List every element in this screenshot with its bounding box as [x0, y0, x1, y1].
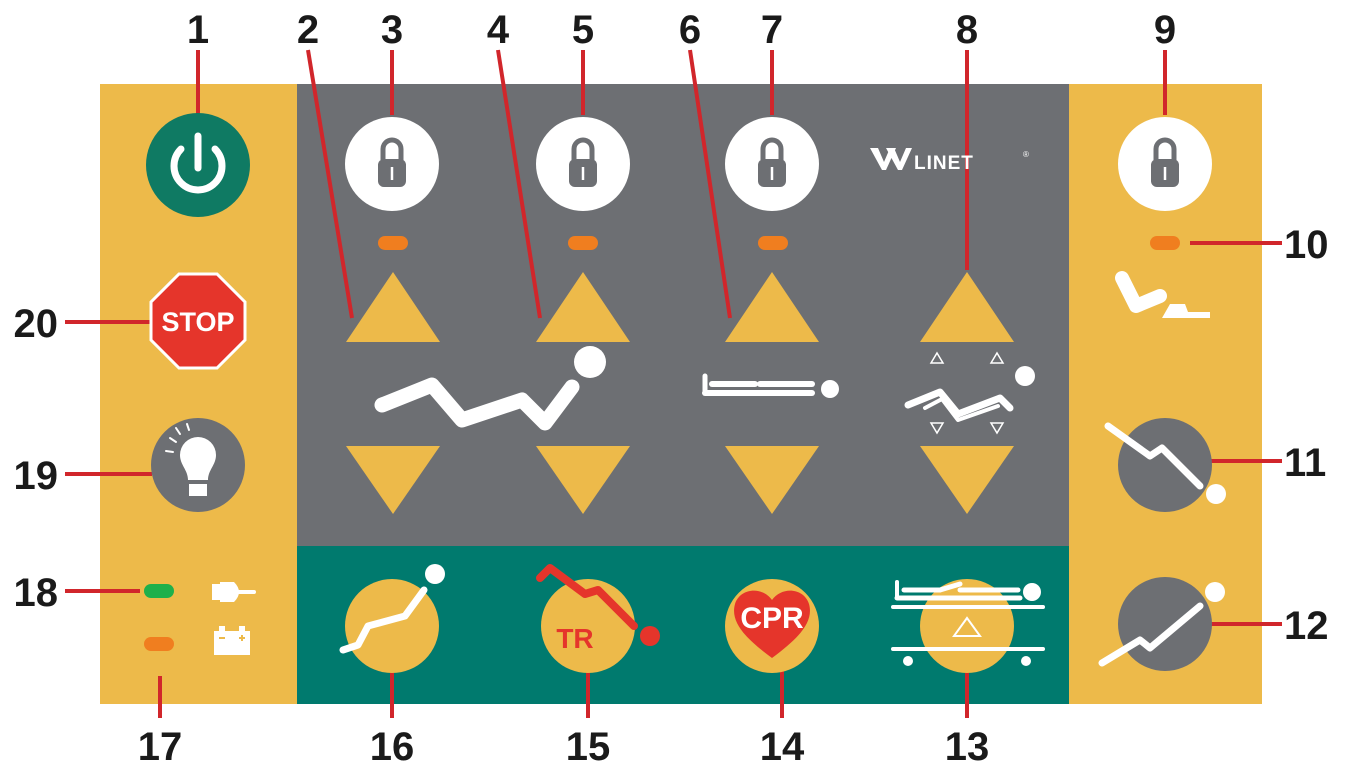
lock-icon [378, 137, 406, 187]
height-icon [891, 580, 1045, 666]
callout-6: 6 [679, 8, 701, 52]
backrest-up-button[interactable] [346, 272, 440, 342]
cpr-label: CPR [740, 602, 804, 635]
callout-3: 3 [381, 8, 403, 52]
callout-1: 1 [187, 8, 209, 52]
lock-button-height[interactable] [725, 117, 819, 211]
stop-label: STOP [161, 307, 234, 337]
lock-led-backrest [378, 236, 408, 250]
callout-15: 15 [566, 725, 611, 769]
stop-icon [149, 272, 247, 370]
callout-7: 7 [761, 8, 783, 52]
tr-label: TR [556, 623, 593, 654]
lock-icon [569, 137, 597, 187]
lock-led-height [758, 236, 788, 250]
power-button[interactable] [146, 113, 250, 217]
autocontour-up-button[interactable] [920, 272, 1014, 342]
cpr-button[interactable]: CPR [725, 579, 819, 673]
callout-5: 5 [572, 8, 594, 52]
callout-12: 12 [1284, 604, 1329, 648]
plug-icon [212, 582, 256, 602]
callout-numbers: 1 2 3 4 5 6 7 8 9 10 11 12 13 14 15 16 1… [14, 8, 1329, 769]
auto-contour-icon [904, 351, 1035, 435]
callout-14: 14 [760, 725, 805, 769]
cpr-heart-icon [734, 590, 810, 658]
chair-position-icon [339, 564, 445, 654]
callout-8: 8 [956, 8, 978, 52]
battery-led [144, 637, 174, 651]
leg-rest-icon [1115, 271, 1210, 318]
stop-button[interactable]: STOP [149, 272, 247, 370]
thigh-down-button[interactable] [536, 446, 630, 514]
callout-2: 2 [297, 8, 319, 52]
mains-led [144, 584, 174, 598]
height-down-button[interactable] [725, 446, 819, 514]
bed-flat-icon [702, 373, 839, 398]
anti-trendelenburg-icon [1098, 582, 1225, 667]
callout-20: 20 [14, 302, 59, 346]
lock-button-backrest[interactable] [345, 117, 439, 211]
callout-10: 10 [1284, 223, 1329, 267]
trendelenburg-tr-button[interactable]: TR [536, 564, 660, 673]
anti-trendelenburg-button[interactable] [1098, 577, 1225, 671]
brand-name: LINET [914, 153, 974, 174]
backrest-down-button[interactable] [346, 446, 440, 514]
callout-19: 19 [14, 454, 59, 498]
callout-18: 18 [14, 571, 59, 615]
lock-led-thigh [568, 236, 598, 250]
thigh-up-button[interactable] [536, 272, 630, 342]
callout-11: 11 [1284, 441, 1326, 485]
callout-13: 13 [945, 725, 990, 769]
trendelenburg-icon [1104, 422, 1226, 504]
callout-lines [65, 49, 1282, 718]
chair-position-button[interactable] [339, 564, 445, 673]
trendelenburg-icon [536, 564, 660, 646]
power-icon [170, 132, 226, 194]
callout-16: 16 [370, 725, 415, 769]
trendelenburg-button[interactable] [1104, 418, 1226, 512]
lock-led-leg [1150, 236, 1180, 250]
lock-icon [758, 137, 786, 187]
callout-9: 9 [1154, 8, 1176, 52]
callout-4: 4 [487, 8, 510, 52]
lock-icon [1151, 137, 1179, 187]
lock-button-thigh[interactable] [536, 117, 630, 211]
brand-registered: ® [1023, 150, 1029, 159]
height-up-button[interactable] [725, 272, 819, 342]
callout-17: 17 [138, 725, 183, 769]
autocontour-down-button[interactable] [920, 446, 1014, 514]
battery-icon [214, 626, 250, 655]
light-bulb-icon [165, 423, 216, 496]
night-light-button[interactable] [151, 418, 245, 512]
bed-profile-icon [374, 346, 606, 431]
bed-height-button[interactable] [891, 579, 1045, 673]
lock-button-leg[interactable] [1118, 117, 1212, 211]
linet-logo: LINET ® [870, 148, 1029, 174]
